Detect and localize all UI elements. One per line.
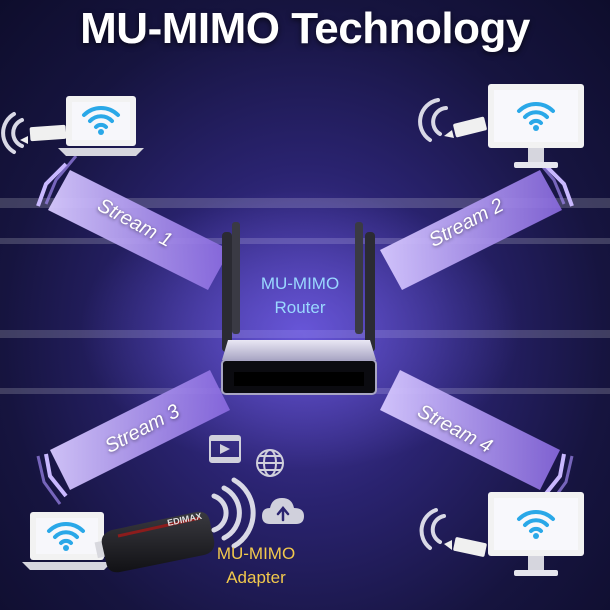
page-title: MU-MIMO Technology bbox=[80, 4, 530, 53]
wifi-waves-icon bbox=[211, 477, 256, 549]
wifi-icon bbox=[82, 105, 120, 135]
wifi-icon bbox=[517, 101, 555, 131]
usb-dongle-icon bbox=[444, 116, 487, 138]
stream-beam-3 bbox=[36, 370, 230, 505]
router-label-line1: MU-MIMO bbox=[260, 274, 340, 293]
video-icon bbox=[209, 435, 241, 463]
monitor-icon bbox=[488, 492, 584, 576]
laptop-icon bbox=[22, 512, 112, 570]
wifi-icon bbox=[517, 509, 555, 539]
adapter-label-line2: Adapter bbox=[226, 568, 286, 587]
laptop-icon bbox=[58, 96, 144, 156]
usb-dongle-icon bbox=[20, 124, 67, 144]
router-label: MU-MIMO Router bbox=[230, 272, 370, 320]
usb-dongle-icon bbox=[444, 537, 487, 557]
monitor-icon bbox=[488, 84, 584, 168]
router-icon bbox=[221, 222, 377, 395]
globe-icon bbox=[256, 449, 284, 477]
adapter-label-line1: MU-MIMO bbox=[216, 544, 296, 563]
wifi-waves-icon bbox=[418, 98, 448, 142]
mu-mimo-adapter-icon bbox=[94, 511, 215, 573]
cloud-upload-icon bbox=[262, 498, 304, 524]
router-label-line2: Router bbox=[274, 298, 326, 317]
adapter-label: MU-MIMO Adapter bbox=[196, 542, 316, 590]
wifi-icon bbox=[47, 521, 85, 551]
wifi-waves-icon bbox=[419, 508, 446, 550]
stream-beam-1 bbox=[36, 155, 230, 290]
wifi-waves-icon bbox=[1, 112, 24, 154]
